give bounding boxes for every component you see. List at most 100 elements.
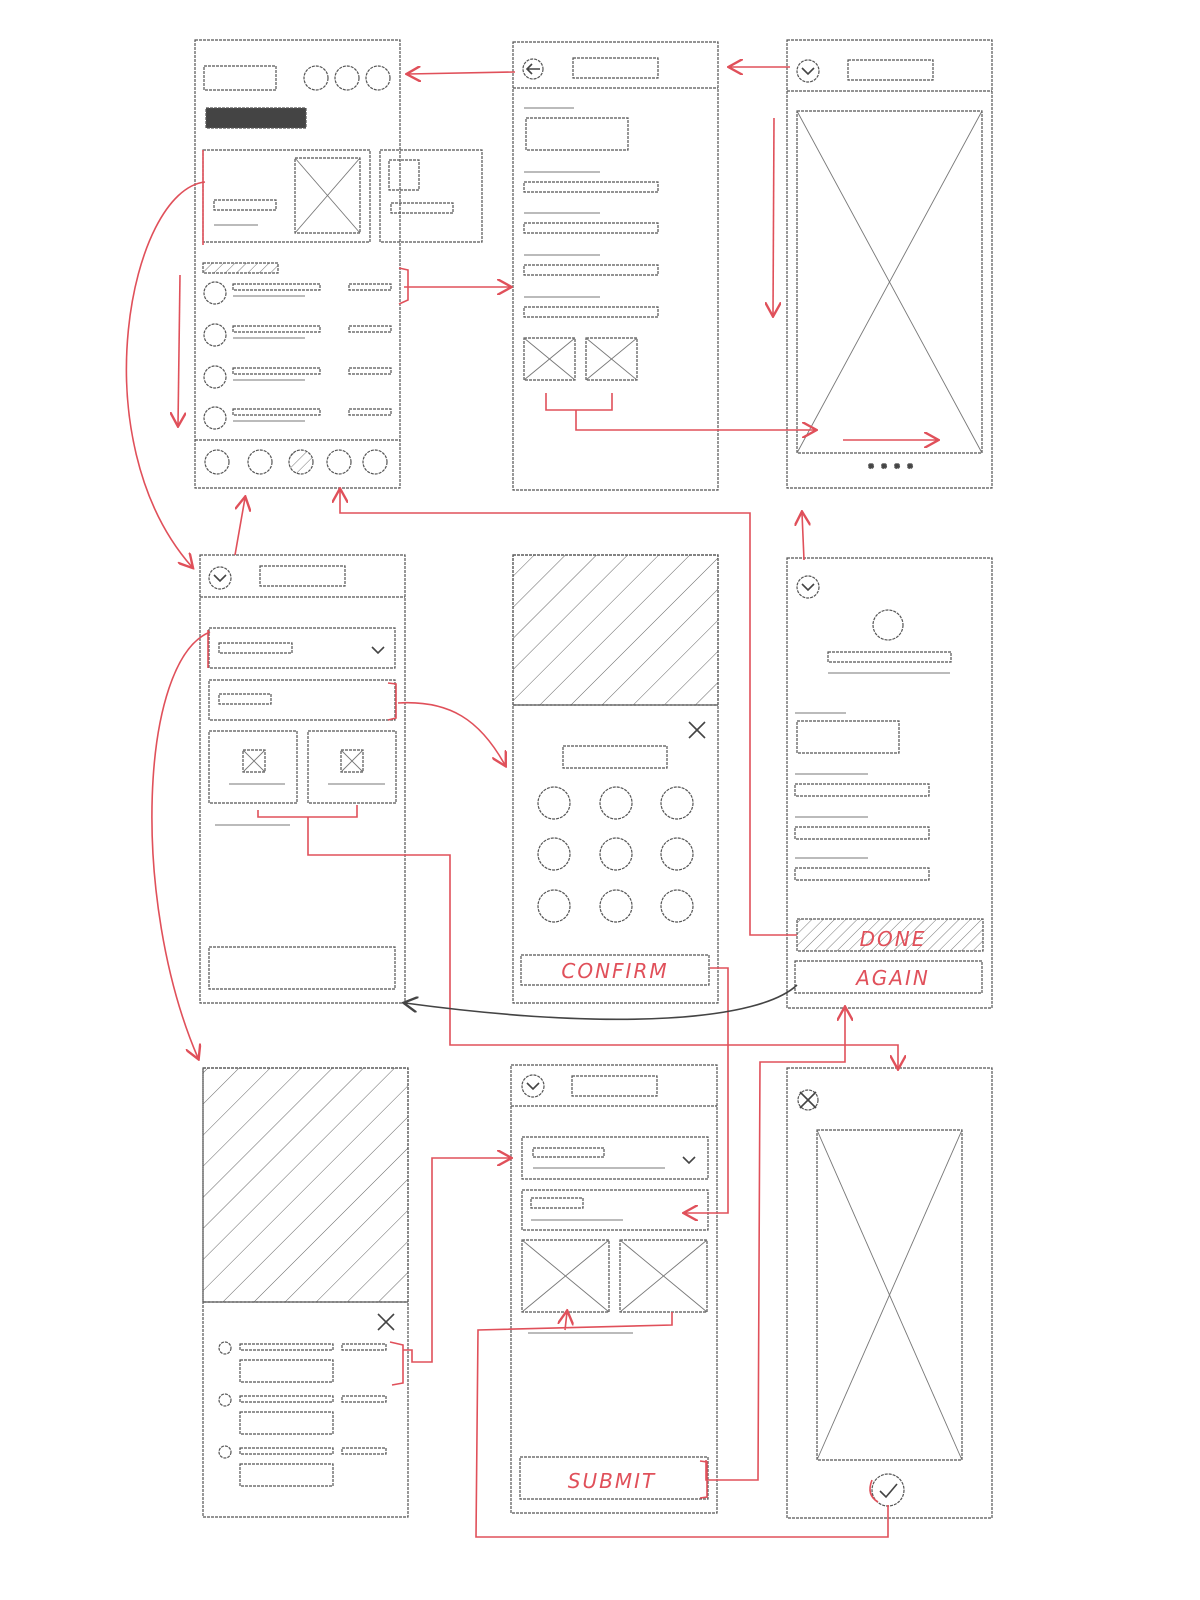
pager-dot (880, 462, 888, 470)
close-circle-icon (797, 1089, 819, 1111)
option-circle (537, 786, 571, 820)
list-meta (348, 283, 392, 291)
close-icon (799, 1091, 817, 1109)
check-icon (796, 575, 820, 599)
text-field-value (530, 1197, 584, 1209)
text-field (208, 679, 396, 721)
phone-frame (786, 39, 993, 489)
dropdown-field (208, 627, 396, 669)
check-icon (521, 1074, 545, 1098)
dimmed-background (512, 554, 719, 706)
header-icon (303, 65, 329, 91)
arrow-list-to-form (403, 1158, 510, 1363)
option-image-1 (242, 749, 266, 773)
arrow-confirm-to-form (685, 967, 729, 1213)
featured-title (213, 199, 277, 211)
close-icon (688, 721, 706, 739)
arrow-form-to-home (234, 498, 245, 556)
title-placeholder (847, 59, 934, 81)
again-button (794, 960, 983, 994)
field-value (794, 783, 930, 797)
list-meta (348, 408, 392, 416)
dropdown-value (218, 642, 293, 654)
thumbnail-1-cross (523, 337, 576, 381)
arrow-dropdown-to-listsheet (151, 631, 211, 1058)
arrow-detail-to-home (408, 72, 516, 74)
content-block (525, 117, 629, 151)
item-title (239, 1447, 334, 1455)
preview-image (816, 1129, 963, 1461)
section-header (202, 262, 279, 274)
field-value (794, 826, 930, 840)
list-title (232, 283, 321, 291)
radio-button (218, 1445, 232, 1459)
item-meta (341, 1343, 387, 1351)
item-body (239, 1359, 334, 1383)
logo-placeholder (203, 65, 277, 91)
confirm-button (520, 954, 710, 986)
back-arrow-icon (525, 63, 540, 75)
pager-dot (867, 462, 875, 470)
arrow-submit-to-success (705, 1008, 845, 1481)
success-avatar (872, 609, 904, 641)
confirm-label: CONFIRM (561, 959, 668, 983)
thumbnail-1 (523, 337, 576, 381)
submit-label: SUBMIT (568, 1469, 656, 1493)
arrow-gallery-swipe (773, 117, 774, 315)
item-title (239, 1343, 334, 1351)
arrow-again-to-form (405, 984, 798, 1021)
option-circle (660, 837, 694, 871)
again-label: AGAIN (854, 966, 930, 990)
arrow-preview-to-form (475, 1312, 889, 1538)
option-circle (537, 837, 571, 871)
option-image-2-cross (340, 749, 364, 773)
phone-frame (194, 39, 401, 489)
close-icon (377, 1313, 395, 1331)
image-option-2-cross (619, 1239, 708, 1313)
arrow-featured-to-form (125, 181, 206, 567)
pager-dot (893, 462, 901, 470)
thumbnail-2 (585, 337, 638, 381)
tab-icon (288, 449, 314, 475)
list-avatar (203, 406, 227, 430)
list-title (232, 408, 321, 416)
title-placeholder (259, 565, 346, 587)
option-image-2 (340, 749, 364, 773)
check-icon (879, 1483, 898, 1499)
screen-picker (512, 554, 719, 1004)
list-title (232, 367, 321, 375)
text-field (521, 1189, 709, 1231)
list-meta (348, 367, 392, 375)
side-image (388, 159, 420, 191)
arrow-field-to-picker (397, 701, 505, 765)
submit-button (519, 1456, 709, 1500)
done-label: DONE (860, 927, 927, 951)
chevron-icon (801, 67, 815, 76)
arrow-done-to-home (340, 490, 797, 936)
phone-frame (512, 41, 719, 491)
dimmed-background (202, 1067, 409, 1303)
tab-icon (362, 449, 388, 475)
item-body (239, 1411, 334, 1435)
featured-image (294, 157, 361, 234)
tab-icon (247, 449, 273, 475)
field-input (523, 222, 659, 234)
preview-image-cross (816, 1129, 963, 1461)
image-option-1-cross (521, 1239, 610, 1313)
list-avatar (203, 365, 227, 389)
field-input (523, 264, 659, 276)
selection-bracket (699, 1460, 708, 1499)
gallery-image-cross (796, 110, 983, 454)
pager-dot (906, 462, 914, 470)
side-card (379, 149, 483, 243)
option-circle (599, 837, 633, 871)
field-input (523, 306, 659, 318)
gallery-image (796, 110, 983, 454)
screen-detail (512, 41, 719, 491)
phone-frame (510, 1064, 718, 1514)
tab-icon (326, 449, 352, 475)
list-avatar (203, 323, 227, 347)
title-placeholder (571, 1075, 658, 1097)
dropdown-chevron-icon (682, 1156, 696, 1165)
